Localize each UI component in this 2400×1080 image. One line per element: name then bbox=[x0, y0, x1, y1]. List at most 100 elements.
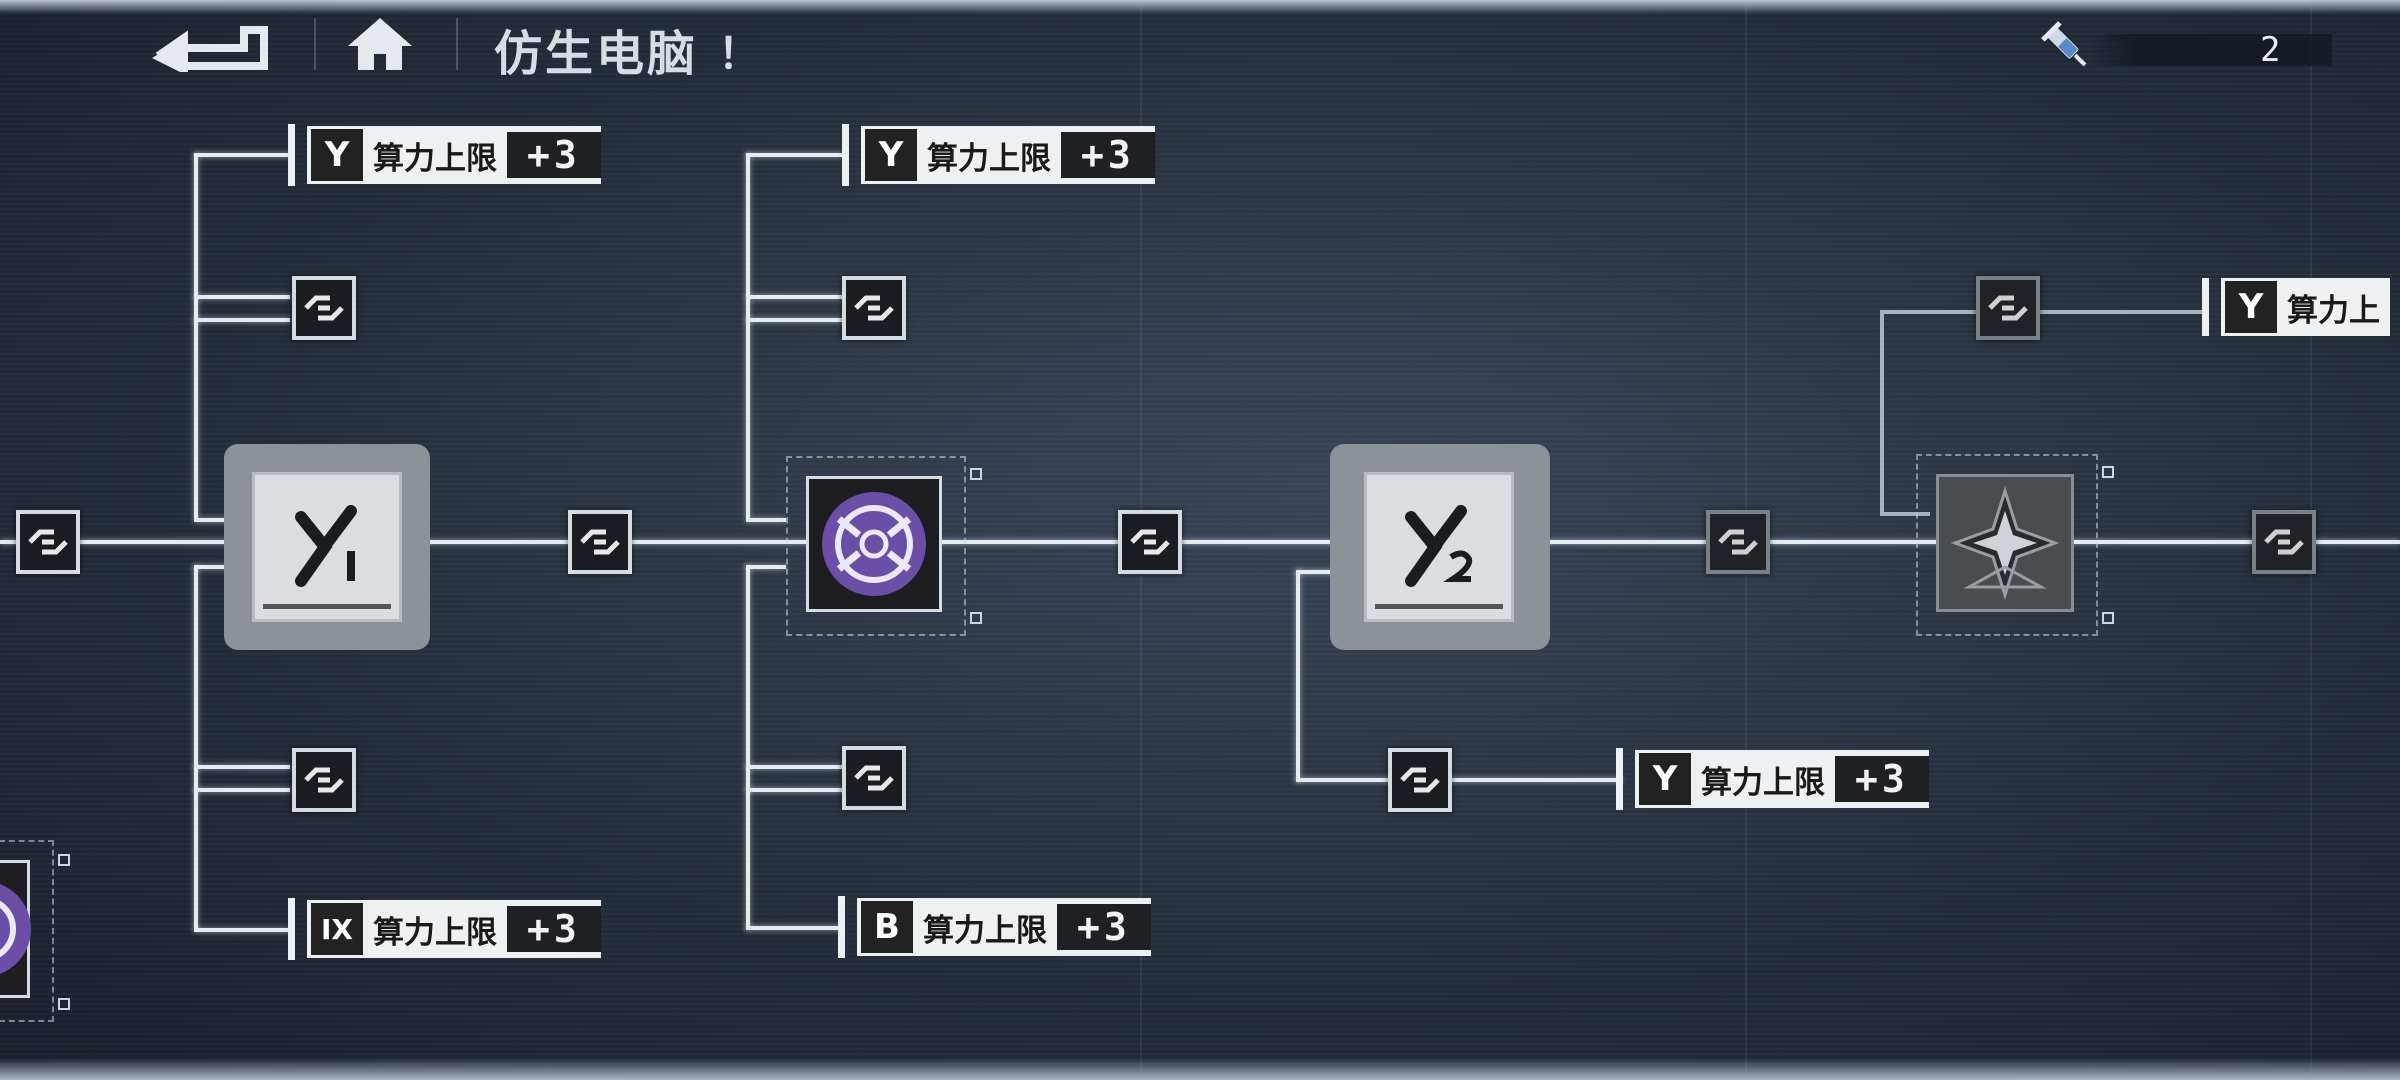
bonus-card: Y 算力上 bbox=[2221, 278, 2390, 336]
y2-chip-icon bbox=[1405, 505, 1473, 587]
branch-line bbox=[194, 565, 198, 930]
node-panel bbox=[1364, 472, 1514, 622]
branch-line bbox=[1880, 512, 1930, 516]
branch-line bbox=[746, 788, 842, 792]
branch-line bbox=[1296, 570, 1300, 782]
bonus-value: +3 bbox=[1835, 756, 1929, 802]
branch-line bbox=[1296, 570, 1344, 574]
branch-line bbox=[194, 928, 290, 932]
bonus-label[interactable]: Y 算力上限 +3 bbox=[842, 124, 1155, 186]
bonus-label[interactable]: Y 算力上限 +3 bbox=[1616, 748, 1929, 810]
major-node-module-2[interactable] bbox=[1330, 444, 1550, 650]
selection-box bbox=[786, 456, 982, 636]
header-divider bbox=[456, 18, 458, 70]
link-node[interactable] bbox=[1118, 510, 1182, 574]
bonus-label[interactable]: B 算力上限 +3 bbox=[838, 896, 1151, 958]
bonus-type-icon: B bbox=[861, 901, 913, 953]
link-icon bbox=[854, 295, 894, 321]
bonus-text: 算力上限 bbox=[923, 912, 1047, 949]
bonus-card: B 算力上限 +3 bbox=[857, 898, 1151, 956]
selection-corner bbox=[2102, 612, 2114, 624]
branch-line bbox=[746, 153, 842, 157]
branch-line bbox=[194, 565, 234, 569]
branch-line bbox=[746, 765, 842, 769]
node-panel bbox=[252, 472, 402, 622]
branch-line bbox=[1880, 310, 1884, 515]
back-button[interactable] bbox=[148, 16, 274, 76]
branch-line bbox=[746, 518, 786, 522]
major-node-offscreen[interactable] bbox=[0, 840, 70, 1022]
branch-line bbox=[194, 153, 290, 157]
resource-count: 2 bbox=[2260, 30, 2281, 70]
link-node-locked[interactable] bbox=[2252, 510, 2316, 574]
y1-chip-icon bbox=[295, 505, 357, 587]
node-panel bbox=[1936, 474, 2074, 612]
bonus-type-icon: IX bbox=[311, 903, 363, 955]
branch-line bbox=[194, 765, 290, 769]
top-edge bbox=[0, 0, 2400, 14]
link-node[interactable] bbox=[16, 510, 80, 574]
major-node-module-1[interactable] bbox=[224, 444, 430, 650]
home-button[interactable] bbox=[344, 14, 416, 74]
bonus-stub bbox=[288, 124, 295, 186]
bonus-stub bbox=[842, 124, 849, 186]
branch-line bbox=[1880, 310, 2202, 314]
main-path bbox=[0, 540, 2400, 544]
branch-line bbox=[194, 518, 234, 522]
branch-line bbox=[194, 153, 198, 518]
home-icon bbox=[348, 18, 412, 70]
resource-bar bbox=[2088, 34, 2332, 66]
link-node[interactable] bbox=[842, 746, 906, 810]
bonus-type-icon: Y bbox=[311, 129, 363, 181]
bonus-text: 算力上 bbox=[2287, 292, 2380, 329]
bonus-type-icon: Y bbox=[1639, 753, 1691, 805]
bottom-edge bbox=[0, 1058, 2400, 1080]
selection-box bbox=[0, 840, 70, 1022]
node-stripe bbox=[1375, 604, 1503, 609]
bonus-text: 算力上限 bbox=[1701, 764, 1825, 801]
link-node-locked[interactable] bbox=[1976, 276, 2040, 340]
branch-line bbox=[746, 565, 786, 569]
bonus-text: 算力上限 bbox=[927, 140, 1051, 177]
branch-line bbox=[194, 788, 290, 792]
bonus-card: Y 算力上限 +3 bbox=[861, 126, 1155, 184]
selection-corner bbox=[58, 998, 70, 1010]
link-node-locked[interactable] bbox=[1706, 510, 1770, 574]
selection-corner bbox=[2102, 466, 2114, 478]
link-icon bbox=[2264, 529, 2304, 555]
bonus-type-icon: Y bbox=[865, 129, 917, 181]
bonus-label[interactable]: Y 算力上 bbox=[2202, 278, 2400, 336]
selection-box bbox=[1916, 454, 2114, 636]
bonus-value: +3 bbox=[1057, 904, 1151, 950]
bonus-type-icon: Y bbox=[2225, 281, 2277, 333]
link-icon bbox=[1130, 529, 1170, 555]
bonus-card: Y 算力上限 +3 bbox=[1635, 750, 1929, 808]
link-icon bbox=[580, 529, 620, 555]
link-icon bbox=[1400, 767, 1440, 793]
node-panel bbox=[806, 476, 942, 612]
bonus-label[interactable]: Y 算力上限 +3 bbox=[288, 124, 601, 186]
back-arrow-icon bbox=[152, 26, 268, 76]
bonus-label[interactable]: IX 算力上限 +3 bbox=[288, 898, 601, 960]
bonus-stub bbox=[2202, 278, 2209, 336]
branch-line bbox=[194, 318, 290, 322]
branch-line bbox=[746, 295, 842, 299]
branch-line bbox=[194, 295, 290, 299]
link-icon bbox=[304, 295, 344, 321]
link-icon bbox=[854, 765, 894, 791]
branch-line bbox=[746, 926, 842, 930]
syringe-icon bbox=[2041, 21, 2087, 67]
bonus-stub bbox=[288, 898, 295, 960]
link-node[interactable] bbox=[568, 510, 632, 574]
major-node-module-core[interactable] bbox=[786, 456, 982, 636]
resource-counter[interactable] bbox=[2040, 21, 2332, 72]
bonus-text: 算力上限 bbox=[373, 140, 497, 177]
page-title: 仿生电脑 bbox=[494, 26, 699, 82]
title-mark: ！ bbox=[718, 29, 761, 78]
link-node[interactable] bbox=[292, 748, 356, 812]
link-node[interactable] bbox=[1388, 748, 1452, 812]
link-node[interactable] bbox=[842, 276, 906, 340]
link-node[interactable] bbox=[292, 276, 356, 340]
major-node-module-locked[interactable] bbox=[1916, 454, 2114, 636]
selection-corner bbox=[970, 468, 982, 480]
